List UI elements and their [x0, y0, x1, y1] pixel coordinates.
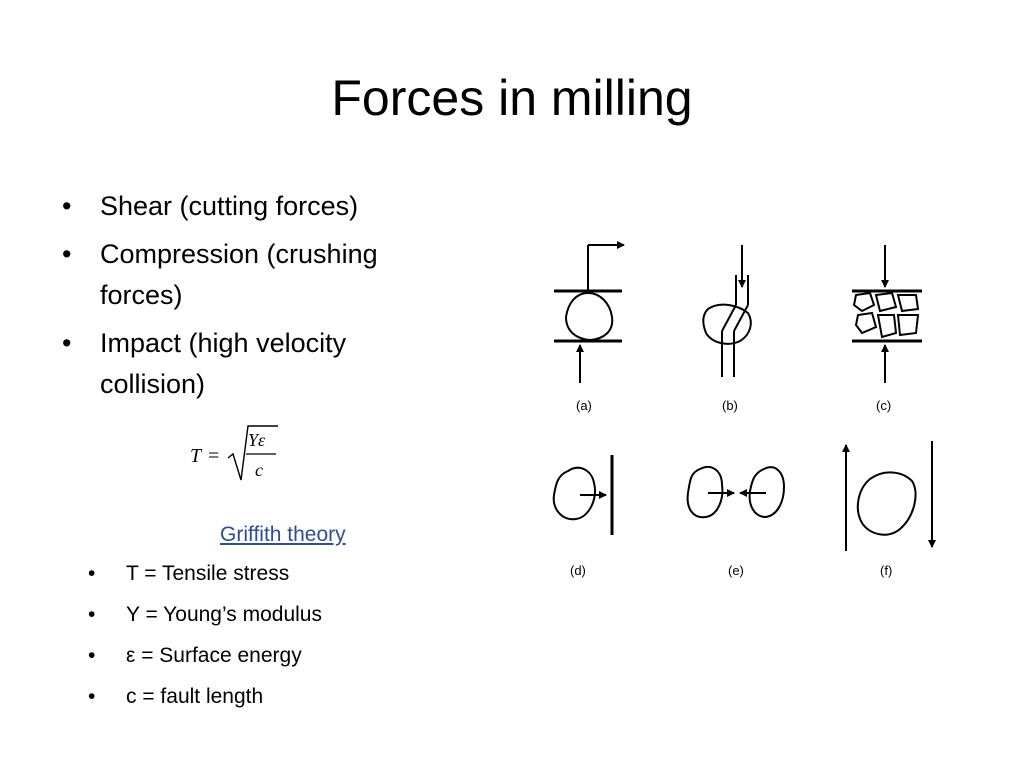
list-item: • T = Tensile stress — [88, 559, 448, 589]
bullet-glyph: • — [88, 562, 96, 585]
definition-text: Y = Young’s modulus — [126, 603, 322, 626]
list-item: • c = fault length — [88, 682, 448, 712]
panel-c-compression: (c) — [852, 245, 922, 413]
griffith-theory-link[interactable]: Griffith theory — [220, 523, 346, 546]
list-item-text: Compression (crushing forces) — [100, 239, 378, 310]
bullet-glyph: • — [88, 603, 96, 626]
panel-e-collision: (e) — [686, 466, 786, 578]
list-item-text: Impact (high velocity collision) — [100, 328, 347, 399]
force-list: • Shear (cutting forces) • Compression (… — [62, 186, 442, 412]
definition-text: ε = Surface energy — [126, 644, 302, 667]
panel-f-attrition: (f) — [842, 441, 936, 578]
milling-force-diagram: (a) (b) (c) — [552, 241, 936, 578]
bullet-glyph: • — [88, 685, 96, 708]
formula-denominator: c — [255, 460, 263, 480]
definition-text: T = Tensile stress — [126, 562, 290, 585]
list-item: • Compression (crushing forces) — [62, 234, 442, 316]
panel-d-impact: (d) — [552, 455, 614, 578]
panel-label-a: (a) — [576, 398, 592, 413]
panel-label-d: (d) — [570, 563, 586, 578]
panel-a-shear: (a) — [554, 241, 625, 413]
panel-label-e: (e) — [728, 563, 744, 578]
formula-equals: = — [208, 445, 219, 467]
formula-lhs: T — [190, 445, 203, 467]
bullet-glyph: • — [62, 191, 72, 221]
slide-title: Forces in milling — [331, 70, 693, 126]
griffith-formula: T = Yε c — [190, 425, 278, 481]
bullet-glyph: • — [62, 328, 72, 358]
panel-label-c: (c) — [876, 398, 891, 413]
list-item: • Shear (cutting forces) — [62, 186, 442, 227]
bullet-glyph: • — [62, 239, 72, 269]
formula-numerator: Yε — [248, 430, 266, 450]
list-item: • Impact (high velocity collision) — [62, 323, 442, 405]
bullet-glyph: • — [88, 644, 96, 667]
radical-sign — [227, 425, 278, 481]
list-item-text: Shear (cutting forces) — [100, 191, 359, 221]
panel-label-b: (b) — [722, 398, 738, 413]
definitions-list: • T = Tensile stress • Y = Young’s modul… — [88, 559, 448, 723]
list-item: • Y = Young’s modulus — [88, 600, 448, 630]
list-item: • ε = Surface energy — [88, 641, 448, 671]
panel-label-f: (f) — [880, 563, 892, 578]
definition-text: c = fault length — [126, 685, 264, 708]
panel-b-cut: (b) — [702, 245, 752, 413]
